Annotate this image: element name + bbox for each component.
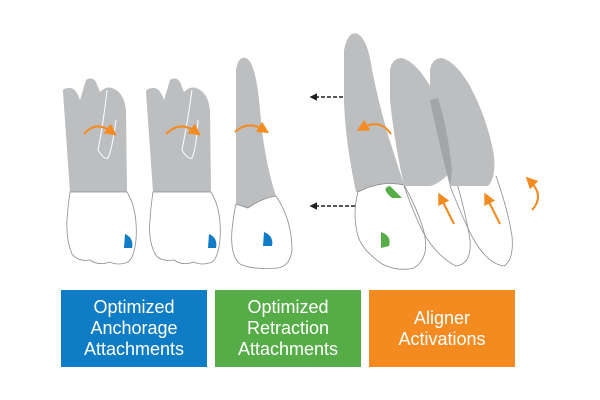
label-line: Aligner [413,307,470,328]
premolar-crown [231,195,293,269]
label-line: Activations [398,328,486,349]
label-line: Attachments [83,339,185,359]
root-overlap [430,98,452,186]
retraction-attachment [385,186,402,198]
curved-arrow-icon [165,123,201,136]
movement-arrow-icon [484,192,501,225]
molar-2-crown [149,191,221,265]
retraction-attachment [381,232,390,248]
curved-arrow-icon [234,121,270,134]
label-line: Attachments [237,339,339,359]
aligner-activations-label: Aligner Activations [369,290,515,367]
canine-root [344,33,404,192]
premolar [231,57,293,269]
premolar-root [236,57,276,208]
lateral-incisor-crown [403,179,471,267]
curved-arrow-icon [356,119,392,135]
anchorage-attachment [208,234,217,248]
label-line: Optimized [247,297,329,317]
curved-arrow-icon [525,176,539,211]
anchorage-attachments-label: Optimized Anchorage Attachments [61,290,207,367]
central-incisor [430,58,539,267]
molar-2 [146,78,221,265]
molar-1 [62,78,137,265]
curved-arrow-icon [83,123,117,136]
molar-1-root [62,78,128,192]
molar-2-root [146,78,211,192]
retraction-attachments-label: Optimized Retraction Attachments [215,290,361,367]
movement-arrow-icon [438,192,455,225]
anchorage-attachment [263,232,273,246]
label-line: Optimized [93,297,175,317]
canine [344,33,427,270]
label-line: Anchorage [90,318,178,338]
lateral-incisor [390,58,471,267]
molar-1-crown [66,191,137,265]
label-line: Retraction [246,318,330,338]
lateral-incisor-root [390,58,452,186]
central-incisor-crown [449,175,513,267]
anchorage-attachment [124,234,133,248]
